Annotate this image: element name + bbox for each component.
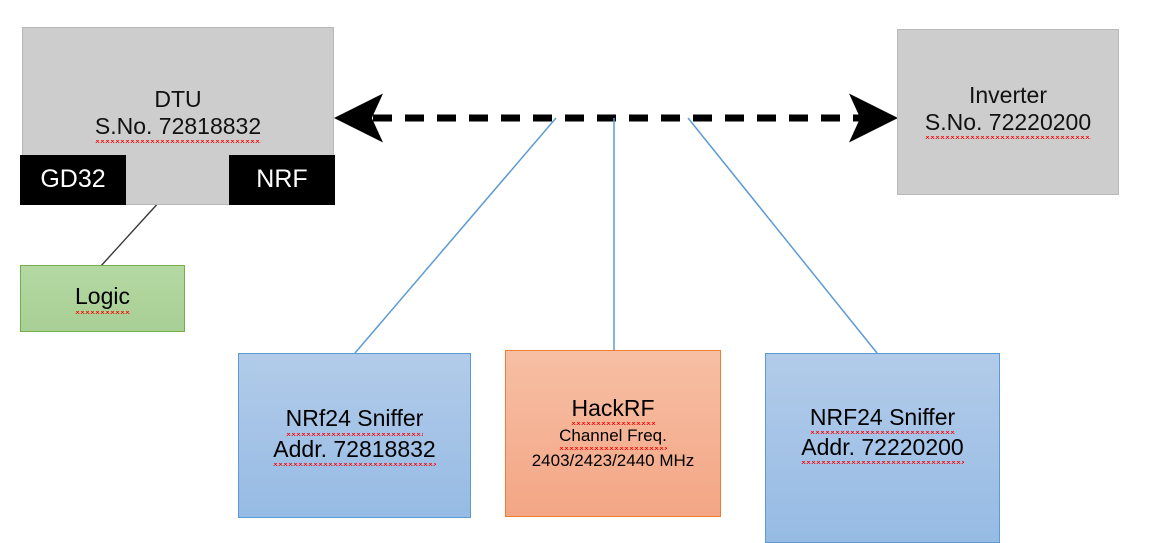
nrf-label: NRF bbox=[256, 165, 308, 194]
sniffer-left-node[interactable]: NRf24 Sniffer Addr. 72818832 bbox=[238, 353, 471, 518]
hackrf-label: HackRF bbox=[571, 395, 655, 425]
gd32-label: GD32 bbox=[40, 165, 106, 194]
inverter-serial: S.No. 72220200 bbox=[924, 109, 1092, 139]
sniffer-right-address: Addr. 72220200 bbox=[801, 434, 964, 464]
inverter-node[interactable]: Inverter S.No. 72220200 bbox=[897, 29, 1119, 195]
sniffer-left-address: Addr. 72818832 bbox=[273, 435, 436, 466]
inverter-label: Inverter bbox=[969, 82, 1047, 108]
logic-node[interactable]: Logic bbox=[20, 265, 185, 332]
sniffer-right-tap bbox=[687, 117, 878, 354]
dtu-serial: S.No. 72818832 bbox=[94, 113, 262, 143]
logic-label: Logic bbox=[75, 283, 130, 313]
sniffer-left-tap bbox=[354, 117, 557, 354]
sniffer-left-label: NRf24 Sniffer bbox=[285, 405, 424, 435]
gd32-node[interactable]: GD32 bbox=[20, 155, 126, 205]
nrf-node[interactable]: NRF bbox=[229, 155, 335, 205]
hackrf-node[interactable]: HackRF Channel Freq. 2403/2423/2440 MHz bbox=[505, 350, 721, 517]
sniffer-right-label: NRF24 Sniffer bbox=[809, 404, 956, 434]
hackrf-channel-label: Channel Freq. bbox=[559, 425, 667, 450]
sniffer-right-node[interactable]: NRF24 Sniffer Addr. 72220200 bbox=[765, 353, 1000, 543]
hackrf-channel-values: 2403/2423/2440 MHz bbox=[531, 451, 695, 471]
dtu-label: DTU bbox=[154, 86, 202, 112]
